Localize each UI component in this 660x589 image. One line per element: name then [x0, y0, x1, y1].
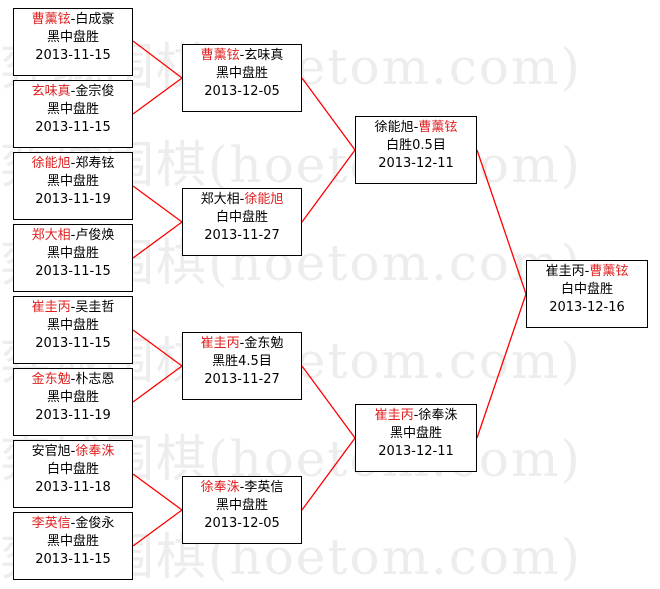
game-result: 白中盘胜: [560, 282, 613, 297]
game-result: 黑中盘胜: [389, 426, 442, 441]
game-result: 黑中盘胜: [46, 30, 99, 45]
white-player: 徐能旭: [244, 192, 284, 207]
white-player: 李英信: [244, 480, 284, 495]
game-date: 2013-11-18: [35, 480, 111, 495]
connector-line: [132, 185, 183, 223]
black-player: 徐能旭: [31, 156, 71, 171]
black-player: 金东勉: [31, 372, 71, 387]
white-player: 徐奉洙: [75, 444, 115, 459]
connector-line: [301, 365, 356, 439]
black-player: 郑大相: [200, 192, 240, 207]
game-date: 2013-11-15: [35, 264, 111, 279]
connector-line: [132, 509, 183, 547]
white-player: 白成豪: [75, 12, 115, 27]
black-player: 徐奉洙: [200, 480, 240, 495]
game-date: 2013-12-05: [204, 84, 280, 99]
game-result: 黑中盘胜: [215, 66, 268, 81]
black-player: 郑大相: [31, 228, 71, 243]
match-box-r1-6: 金东勉-朴志恩 黑中盘胜 2013-11-19: [13, 368, 133, 436]
game-date: 2013-11-27: [204, 372, 280, 387]
match-box-r1-2: 玄味真-金宗俊 黑中盘胜 2013-11-15: [13, 80, 133, 148]
game-date: 2013-11-19: [35, 408, 111, 423]
white-player: 曹薰铉: [589, 264, 629, 279]
white-player: 曹薰铉: [418, 120, 458, 135]
black-player: 曹薰铉: [31, 12, 71, 27]
black-player: 玄味真: [31, 84, 71, 99]
black-player: 曹薰铉: [200, 48, 240, 63]
match-box-r1-1: 曹薰铉-白成豪 黑中盘胜 2013-11-15: [13, 8, 133, 76]
black-player: 安官旭: [31, 444, 71, 459]
game-date: 2013-11-15: [35, 48, 111, 63]
game-result: 白中盘胜: [215, 210, 268, 225]
game-date: 2013-11-27: [204, 228, 280, 243]
match-box-r1-7: 安官旭-徐奉洙 白中盘胜 2013-11-18: [13, 440, 133, 508]
white-player: 徐奉洙: [418, 408, 458, 423]
match-box-r2-4: 徐奉洙-李英信 黑中盘胜 2013-12-05: [182, 476, 302, 544]
match-box-r1-4: 郑大相-卢俊焕 黑中盘胜 2013-11-15: [13, 224, 133, 292]
game-result: 黑中盘胜: [46, 174, 99, 189]
match-box-r3-1: 徐能旭-曹薰铉 白胜0.5目 2013-12-11: [355, 116, 477, 184]
black-player: 徐能旭: [374, 120, 414, 135]
black-player: 崔圭丙: [545, 264, 585, 279]
game-date: 2013-11-15: [35, 552, 111, 567]
game-result: 黑中盘胜: [215, 498, 268, 513]
white-player: 玄味真: [244, 48, 284, 63]
game-result: 黑胜4.5目: [212, 354, 272, 369]
match-box-r1-8: 李英信-金俊永 黑中盘胜 2013-11-15: [13, 512, 133, 580]
match-box-r1-3: 徐能旭-郑寿铉 黑中盘胜 2013-11-19: [13, 152, 133, 220]
match-box-r2-3: 崔圭丙-金东勉 黑胜4.5目 2013-11-27: [182, 332, 302, 400]
game-date: 2013-11-19: [35, 192, 111, 207]
match-box-final: 崔圭丙-曹薰铉 白中盘胜 2013-12-16: [526, 260, 648, 328]
connector-line: [301, 77, 356, 151]
connector-line: [132, 365, 183, 403]
connector-line: [301, 149, 356, 223]
game-result: 黑中盘胜: [46, 390, 99, 405]
game-result: 黑中盘胜: [46, 534, 99, 549]
white-player: 金东勉: [244, 336, 284, 351]
game-date: 2013-11-15: [35, 336, 111, 351]
game-date: 2013-12-11: [378, 156, 454, 171]
game-result: 黑中盘胜: [46, 246, 99, 261]
match-box-r1-5: 崔圭丙-吴圭哲 黑中盘胜 2013-11-15: [13, 296, 133, 364]
game-result: 黑中盘胜: [46, 102, 99, 117]
connector-line: [132, 329, 183, 367]
black-player: 崔圭丙: [200, 336, 240, 351]
connector-line: [132, 221, 183, 259]
game-result: 白中盘胜: [46, 462, 99, 477]
game-result: 白胜0.5目: [386, 138, 446, 153]
black-player: 李英信: [31, 516, 71, 531]
white-player: 金宗俊: [75, 84, 115, 99]
white-player: 吴圭哲: [75, 300, 115, 315]
connector-line: [301, 437, 356, 511]
connector-line: [132, 40, 183, 79]
white-player: 卢俊焕: [75, 228, 115, 243]
connector-line: [476, 149, 527, 295]
game-date: 2013-12-05: [204, 516, 280, 531]
black-player: 崔圭丙: [374, 408, 414, 423]
game-result: 黑中盘胜: [46, 318, 99, 333]
white-player: 郑寿铉: [75, 156, 115, 171]
connector-line: [132, 473, 183, 511]
game-date: 2013-12-16: [549, 300, 625, 315]
match-box-r3-2: 崔圭丙-徐奉洙 黑中盘胜 2013-12-11: [355, 404, 477, 472]
black-player: 崔圭丙: [31, 300, 71, 315]
game-date: 2013-11-15: [35, 120, 111, 135]
match-box-r2-1: 曹薰铉-玄味真 黑中盘胜 2013-12-05: [182, 44, 302, 112]
connector-line: [476, 293, 527, 439]
white-player: 朴志恩: [75, 372, 115, 387]
match-box-r2-2: 郑大相-徐能旭 白中盘胜 2013-11-27: [182, 188, 302, 256]
connector-line: [132, 77, 183, 115]
game-date: 2013-12-11: [378, 444, 454, 459]
white-player: 金俊永: [75, 516, 115, 531]
